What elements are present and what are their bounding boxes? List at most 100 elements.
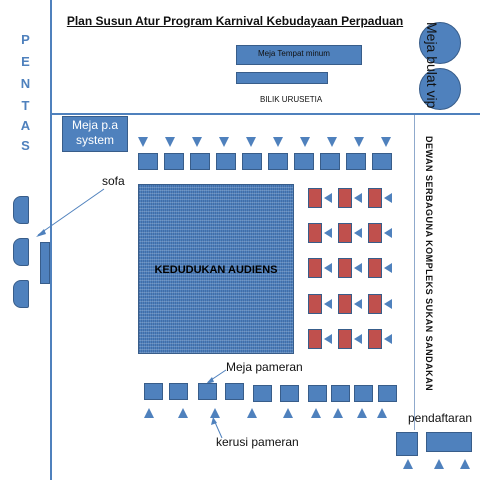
chair-icon [192, 137, 202, 147]
front-table [164, 153, 184, 170]
vip-table [338, 223, 352, 243]
exhibition-table [378, 385, 397, 402]
vip-table [368, 258, 382, 278]
chair-icon [246, 137, 256, 147]
vip-chairs [324, 193, 392, 344]
vip-table [308, 188, 322, 208]
vip-table [368, 188, 382, 208]
vip-table [368, 294, 382, 314]
vip-table [338, 188, 352, 208]
vip-chair-icon [354, 193, 362, 203]
chair-icon [377, 408, 387, 418]
drinks-table-label: Meja Tempat minum [258, 49, 330, 58]
chair-icon [219, 137, 229, 147]
vip-round-table [419, 68, 461, 110]
plan-title: Plan Susun Atur Program Karnival Kebuday… [66, 14, 404, 28]
chair-icon [178, 408, 188, 418]
vip-table [368, 329, 382, 349]
vip-chair-icon [324, 299, 332, 309]
vip-table [338, 258, 352, 278]
chair-icon [247, 408, 257, 418]
stage-letter: A [20, 118, 32, 133]
vip-table [308, 258, 322, 278]
vip-table [368, 223, 382, 243]
exhibition-table [144, 383, 163, 400]
vip-chair-icon [384, 193, 392, 203]
front-table [320, 153, 340, 170]
chair-icon [357, 408, 367, 418]
hall-top-wall [52, 113, 480, 115]
registration-chairs [403, 459, 470, 469]
front-table [138, 153, 158, 170]
vip-chair-icon [384, 263, 392, 273]
chair-icon [138, 137, 148, 147]
vip-chair-icon [354, 334, 362, 344]
registration-table [426, 432, 472, 452]
chair-icon [300, 137, 310, 147]
chair-icon [403, 459, 413, 469]
vip-chair-icon [384, 299, 392, 309]
exhibition-table [331, 385, 350, 402]
sofa [13, 280, 29, 308]
vip-round-table [419, 22, 461, 64]
front-table [372, 153, 392, 170]
stage-letter: P [21, 32, 31, 47]
pa-system-label: Meja p.a system [71, 118, 119, 147]
chair-icon [460, 459, 470, 469]
stage-letter: T [21, 98, 31, 113]
exhibition-table [280, 385, 299, 402]
stage-letter: N [20, 76, 32, 91]
sofa-side-table [40, 242, 50, 284]
chair-icon [165, 137, 175, 147]
chair-icon [273, 137, 283, 147]
vip-table [308, 294, 322, 314]
exhibition-table [253, 385, 272, 402]
chair-icon [144, 408, 154, 418]
chair-icon [381, 137, 391, 147]
exhibition-chair-pointer [211, 417, 223, 439]
vip-chair-icon [354, 299, 362, 309]
front-table [294, 153, 314, 170]
secretariat-label: BILIK URUSETIA [260, 95, 323, 104]
chair-icon [354, 137, 364, 147]
vip-table-label: Meja bulat vip [424, 22, 440, 109]
front-table [190, 153, 210, 170]
front-table [242, 153, 262, 170]
sofa [13, 238, 29, 266]
drinks-table [236, 45, 362, 65]
vip-chair-icon [384, 228, 392, 238]
chair-icon [434, 459, 444, 469]
stage-letter: E [21, 54, 31, 69]
exhibition-table [169, 383, 188, 400]
vip-chair-icon [384, 334, 392, 344]
vip-chair-icon [354, 228, 362, 238]
registration-label: pendaftaran [408, 411, 473, 425]
exhibition-table [354, 385, 373, 402]
stage-boundary-line [50, 0, 52, 480]
chair-icon [311, 408, 321, 418]
vip-table [308, 329, 322, 349]
sofa-pointer-arrow [36, 188, 105, 237]
hall-right-wall [414, 115, 415, 430]
front-chairs-row [138, 137, 391, 147]
exhibition-table-pointer [206, 369, 227, 384]
sofa [13, 196, 29, 224]
secretariat-table [236, 72, 328, 84]
vip-chair-icon [324, 228, 332, 238]
vip-chair-icon [324, 193, 332, 203]
sofa-label: sofa [102, 174, 125, 188]
exhibition-chair-label: kerusi pameran [216, 435, 299, 449]
chair-icon [210, 408, 220, 418]
exhibition-table-label: Meja pameran [226, 360, 303, 374]
chair-icon [333, 408, 343, 418]
exhibition-table [198, 383, 217, 400]
vip-table [308, 223, 322, 243]
front-table [216, 153, 236, 170]
front-table [268, 153, 288, 170]
vip-chair-icon [354, 263, 362, 273]
exhibition-chairs-row [144, 408, 387, 418]
exhibition-table [225, 383, 244, 400]
vip-table [338, 329, 352, 349]
audience-area [138, 184, 294, 354]
vip-table [338, 294, 352, 314]
